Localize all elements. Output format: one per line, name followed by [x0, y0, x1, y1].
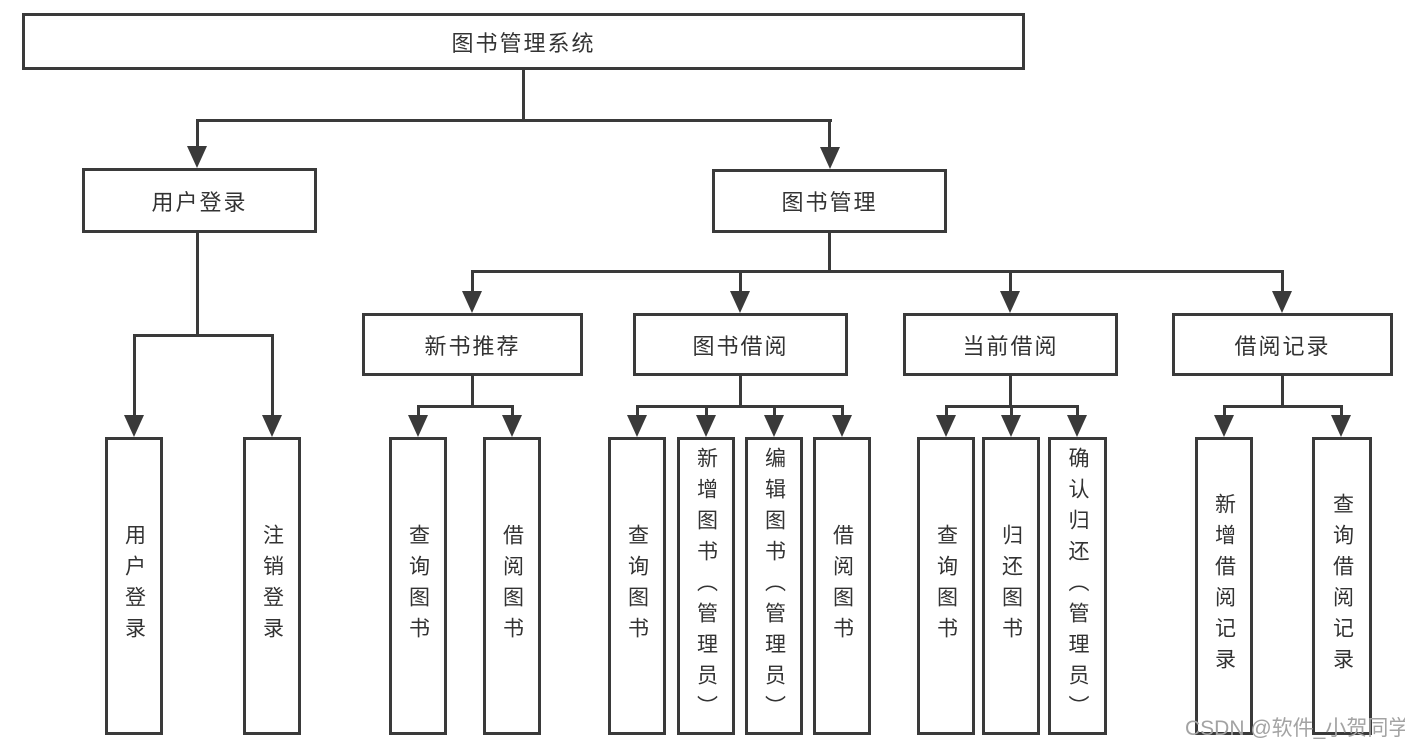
connector-line — [196, 119, 199, 149]
node-root-label: 图书管理系统 — [451, 30, 596, 56]
leaf-return-book: 归还图书 — [982, 437, 1040, 735]
leaf-edit-book-admin: 编辑图书（管理员） — [745, 437, 803, 735]
connector-line — [417, 405, 514, 408]
arrowhead-down-icon — [408, 415, 428, 437]
leaf-borrow-book-recommend-label: 借阅图书 — [500, 524, 524, 648]
leaf-user-login: 用户登录 — [105, 437, 163, 735]
arrowhead-down-icon — [187, 146, 207, 168]
connector-line — [828, 233, 831, 273]
connector-line — [1281, 376, 1284, 407]
node-book-borrow: 图书借阅 — [633, 313, 848, 376]
connector-line — [471, 376, 474, 407]
node-user-login: 用户登录 — [82, 168, 317, 233]
connector-line — [417, 405, 420, 417]
leaf-add-book-admin: 新增图书（管理员） — [677, 437, 735, 735]
arrowhead-down-icon — [1214, 415, 1234, 437]
leaf-query-current-borrow: 查询图书 — [917, 437, 975, 735]
arrowhead-down-icon — [696, 415, 716, 437]
node-current-borrow: 当前借阅 — [903, 313, 1118, 376]
connector-line — [828, 119, 831, 150]
arrowhead-down-icon — [1000, 291, 1020, 313]
arrowhead-down-icon — [820, 147, 840, 169]
node-book-management-label: 图书管理 — [781, 190, 878, 215]
leaf-return-book-label: 归还图书 — [999, 524, 1023, 648]
leaf-query-book-recommend-label: 查询图书 — [406, 524, 430, 648]
leaf-add-borrow-record: 新增借阅记录 — [1195, 437, 1253, 735]
leaf-query-book-borrow-label: 查询图书 — [625, 524, 649, 648]
connector-line — [1009, 270, 1012, 293]
connector-line — [133, 334, 274, 337]
leaf-query-book-recommend: 查询图书 — [389, 437, 447, 735]
leaf-query-borrow-record: 查询借阅记录 — [1312, 437, 1372, 735]
arrowhead-down-icon — [1001, 415, 1021, 437]
connector-line — [196, 119, 832, 122]
connector-line — [471, 270, 1284, 273]
leaf-borrow-book: 借阅图书 — [813, 437, 871, 735]
arrowhead-down-icon — [764, 415, 784, 437]
leaf-confirm-return-admin-label: 确认归还（管理员） — [1066, 446, 1089, 726]
node-borrow-records: 借阅记录 — [1172, 313, 1393, 376]
leaf-logout-label: 注销登录 — [260, 524, 284, 648]
arrowhead-down-icon — [1272, 291, 1292, 313]
node-new-book-recommend: 新书推荐 — [362, 313, 583, 376]
arrowhead-down-icon — [832, 415, 852, 437]
connector-line — [636, 405, 843, 408]
connector-line — [522, 70, 525, 120]
node-new-book-recommend-label: 新书推荐 — [424, 333, 521, 359]
arrowhead-down-icon — [1067, 415, 1087, 437]
arrowhead-down-icon — [502, 415, 522, 437]
arrowhead-down-icon — [627, 415, 647, 437]
node-book-borrow-label: 图书借阅 — [692, 333, 789, 359]
connector-line — [841, 405, 844, 417]
leaf-confirm-return-admin: 确认归还（管理员） — [1048, 437, 1107, 735]
leaf-logout: 注销登录 — [243, 437, 301, 735]
arrowhead-down-icon — [730, 291, 750, 313]
connector-line — [1223, 405, 1342, 408]
connector-line — [511, 405, 514, 417]
leaf-user-login-label: 用户登录 — [122, 524, 146, 648]
arrowhead-down-icon — [1331, 415, 1351, 437]
leaf-edit-book-admin-label: 编辑图书（管理员） — [762, 446, 786, 726]
leaf-add-borrow-record-label: 新增借阅记录 — [1212, 493, 1236, 679]
leaf-query-borrow-record-label: 查询借阅记录 — [1330, 493, 1354, 679]
connector-line — [1281, 270, 1284, 293]
connector-line — [739, 376, 742, 407]
leaf-borrow-book-recommend: 借阅图书 — [483, 437, 541, 735]
connector-line — [1010, 405, 1013, 417]
node-user-login-label: 用户登录 — [151, 189, 248, 215]
connector-line — [1009, 376, 1012, 407]
leaf-query-book-borrow: 查询图书 — [608, 437, 666, 735]
connector-line — [271, 334, 274, 415]
connector-line — [705, 405, 708, 417]
connector-line — [471, 270, 474, 293]
connector-line — [773, 405, 776, 417]
connector-line — [945, 405, 948, 417]
leaf-borrow-book-label: 借阅图书 — [830, 524, 854, 648]
arrowhead-down-icon — [124, 415, 144, 437]
connector-line — [133, 334, 136, 415]
arrowhead-down-icon — [262, 415, 282, 437]
connector-line — [636, 405, 639, 417]
connector-line — [1223, 405, 1226, 417]
node-root: 图书管理系统 — [22, 13, 1025, 70]
connector-line — [739, 270, 742, 293]
connector-line — [1076, 405, 1079, 417]
connector-line — [1340, 405, 1343, 417]
csdn-watermark: CSDN @软件_小贺同学 — [1185, 717, 1405, 740]
leaf-query-current-borrow-label: 查询图书 — [934, 524, 958, 648]
arrowhead-down-icon — [462, 291, 482, 313]
node-book-management: 图书管理 — [712, 169, 947, 233]
node-current-borrow-label: 当前借阅 — [962, 333, 1059, 359]
node-borrow-records-label: 借阅记录 — [1234, 333, 1331, 359]
leaf-add-book-admin-label: 新增图书（管理员） — [694, 446, 718, 726]
arrowhead-down-icon — [936, 415, 956, 437]
connector-line — [196, 233, 199, 336]
